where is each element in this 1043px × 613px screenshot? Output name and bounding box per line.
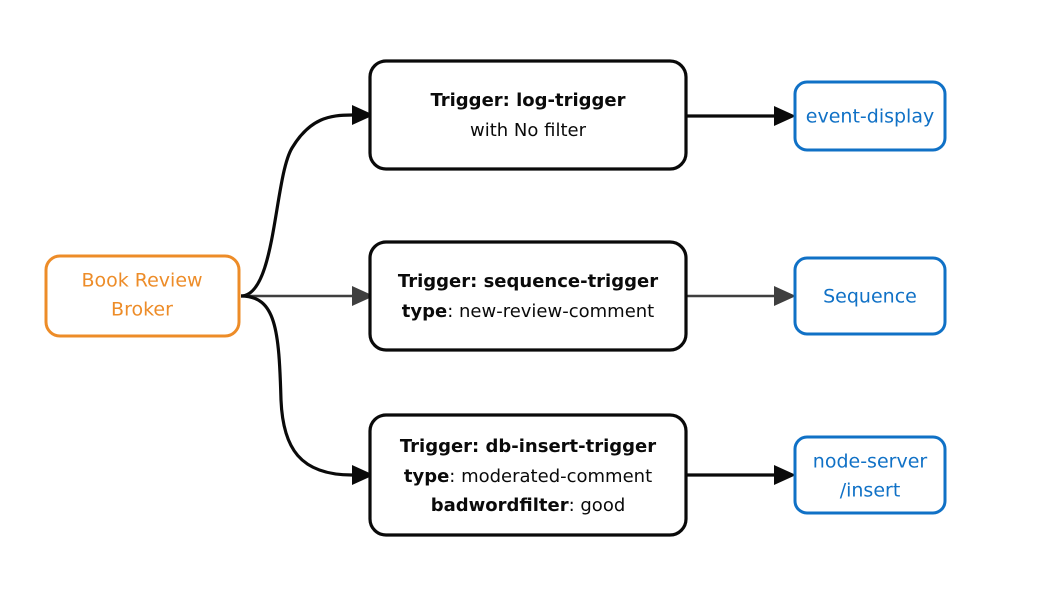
target-event-display-box[interactable] (793, 80, 947, 152)
node-target-sequence[interactable]: Sequence (793, 256, 947, 336)
trigger-db-insert-trigger-box[interactable] (368, 413, 688, 537)
trigger-log-trigger-line-2: with No filter (470, 120, 587, 141)
target-node-server-label-line1: node-server (813, 451, 928, 473)
arrowhead-icon (352, 465, 374, 485)
target-node-server-box[interactable] (793, 435, 947, 515)
edge-broker-to-sequence-trigger (241, 286, 374, 306)
trigger-log-trigger-line-1: Trigger: log-trigger (430, 90, 625, 111)
trigger-log-trigger-box[interactable] (368, 59, 688, 171)
edge-broker-to-db-insert-trigger (240, 294, 374, 485)
trigger-sequence-trigger-line-1: Trigger: sequence-trigger (398, 271, 658, 292)
node-trigger-sequence-trigger[interactable]: Trigger: sequence-trigger type: new-revi… (368, 240, 688, 352)
arrowhead-icon (352, 286, 374, 306)
edge-log-trigger-to-event-display (686, 106, 796, 126)
trigger-db-insert-trigger-line-1: Trigger: db-insert-trigger (400, 436, 656, 457)
edge-broker-to-log-trigger (240, 105, 374, 298)
target-event-display-label: event-display (806, 106, 934, 128)
target-node-server-label-line2: /insert (840, 480, 901, 502)
broker-label-line1: Book Review (81, 270, 202, 292)
node-target-node-server-insert[interactable]: node-server /insert (793, 435, 947, 515)
trigger-db-insert-trigger-line-3: badwordfilter: good (431, 495, 626, 516)
arrowhead-icon (774, 465, 796, 485)
target-sequence-label: Sequence (823, 286, 917, 308)
edge-db-insert-trigger-to-node-server (686, 465, 796, 485)
node-trigger-log-trigger[interactable]: Trigger: log-trigger with No filter (368, 59, 688, 171)
trigger-sequence-trigger-box[interactable] (368, 240, 688, 352)
target-sequence-box[interactable] (793, 256, 947, 336)
node-target-event-display[interactable]: event-display (793, 80, 947, 152)
broker-box[interactable] (44, 254, 241, 338)
broker-label-line2: Broker (111, 299, 173, 321)
arrowhead-icon (774, 106, 796, 126)
arrowhead-icon (774, 286, 796, 306)
node-book-review-broker[interactable]: Book Review Broker (44, 254, 241, 338)
edge-sequence-trigger-to-sequence (686, 286, 796, 306)
node-trigger-db-insert-trigger[interactable]: Trigger: db-insert-trigger type: moderat… (368, 413, 688, 537)
trigger-sequence-trigger-line-2: type: new-review-comment (402, 301, 654, 322)
arrowhead-icon (352, 105, 374, 125)
trigger-db-insert-trigger-line-2: type: moderated-comment (404, 466, 652, 487)
